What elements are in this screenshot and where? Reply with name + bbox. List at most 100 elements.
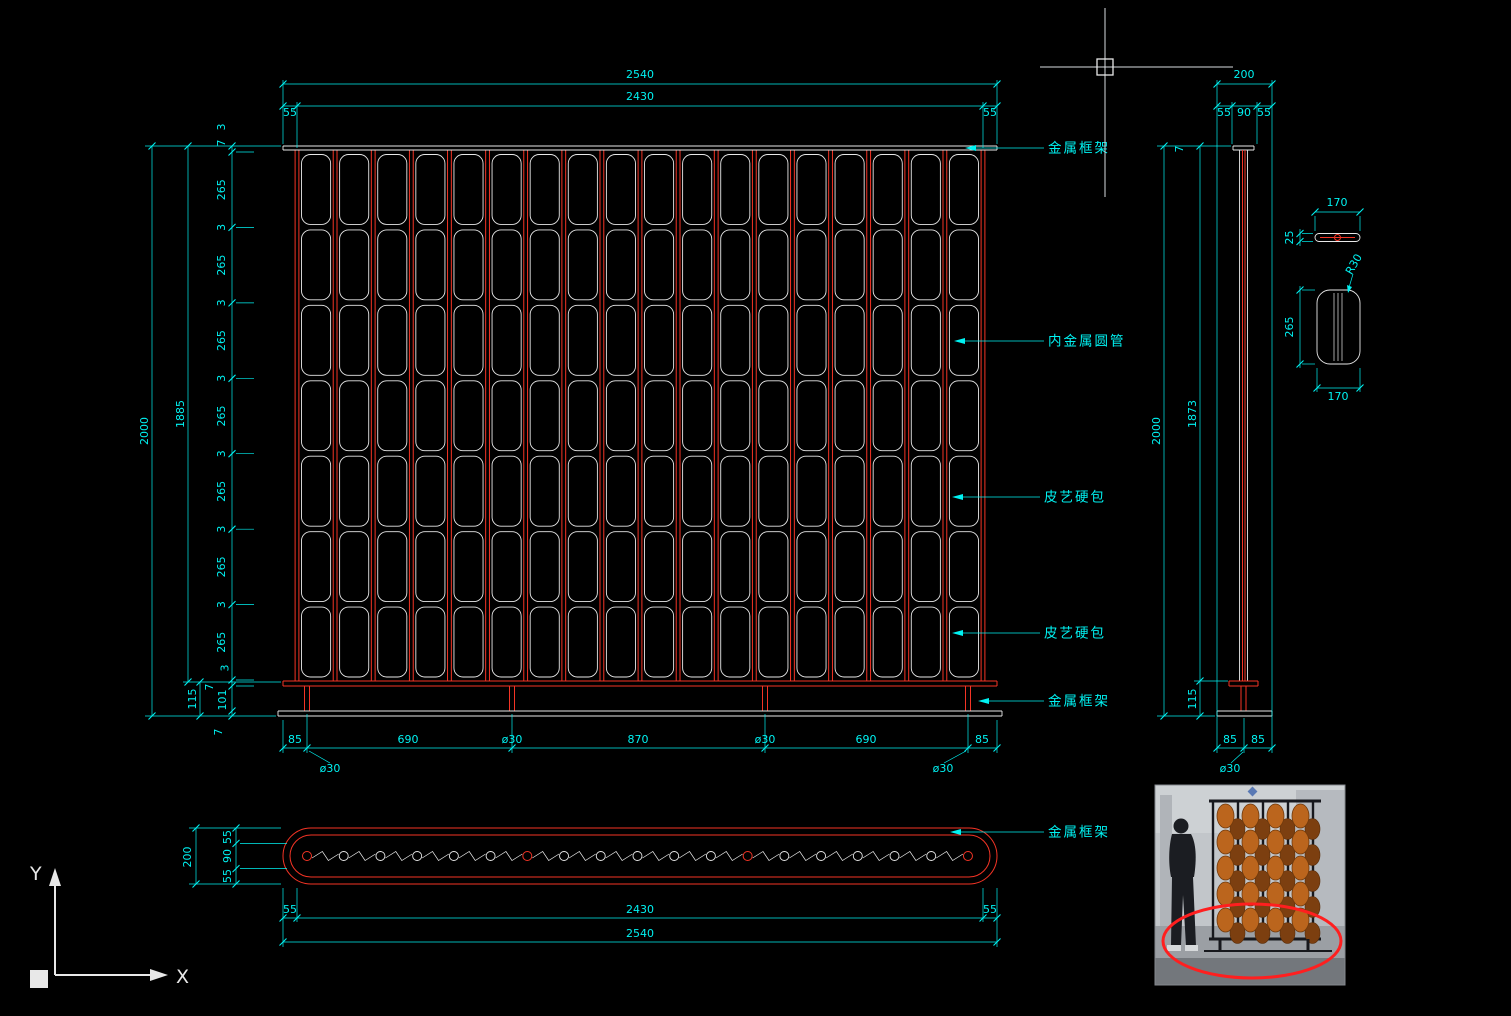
dim-text: ø30 xyxy=(320,762,341,775)
dim-text: 2540 xyxy=(626,68,654,81)
front-left-dim-chain: 3 7 265 3 265 3 265 3 265 3 265 3 265 3 265 xyxy=(215,124,254,687)
dim-text: 90 xyxy=(221,849,234,863)
dim-text: 7 xyxy=(215,140,228,147)
detail-dim-texts: 170 25 265 R30 170 xyxy=(1283,196,1365,403)
dim-text: 85 xyxy=(1223,733,1237,746)
dim-text: 265 xyxy=(1283,317,1296,338)
dim-text: 3 xyxy=(219,665,232,672)
crosshair-cursor xyxy=(1040,8,1233,197)
side-dim-texts: 200 55 90 55 2000 1873 115 7 85 85 ø30 xyxy=(1150,68,1271,775)
dim-text: ø30 xyxy=(502,733,523,746)
side-view: 200 55 90 55 2000 1873 115 7 85 85 ø30 xyxy=(1150,68,1276,775)
photo-border xyxy=(1154,784,1346,986)
dim-text: 2430 xyxy=(626,90,654,103)
plan-panel-chain xyxy=(302,851,973,861)
front-panel-grid xyxy=(294,150,986,681)
dim-text: 3 xyxy=(215,601,228,608)
callout-leather-panel-upper: 皮艺硬包 xyxy=(1044,490,1106,506)
detail-panel-section xyxy=(1316,289,1361,365)
dim-text: 55 xyxy=(983,106,997,119)
dim-text: 265 xyxy=(215,556,228,577)
ucs-y-arrowhead xyxy=(49,868,61,886)
dim-text: 265 xyxy=(215,255,228,276)
dim-text: 3 xyxy=(215,450,228,457)
callout-inner-metal-tube: 内金属圆管 xyxy=(1048,334,1126,350)
dim-text: 200 xyxy=(181,847,194,868)
dim-text: 7 xyxy=(203,684,216,691)
dim-text: 2000 xyxy=(138,417,151,445)
dim-text: 55 xyxy=(221,869,234,883)
dim-text: 115 xyxy=(1186,689,1199,710)
ucs-x-label: X xyxy=(176,966,189,988)
dim-text: 7 xyxy=(1173,146,1186,153)
product-photo xyxy=(1154,784,1346,986)
dim-text: 2430 xyxy=(626,903,654,916)
dim-text: 85 xyxy=(975,733,989,746)
dim-text: 690 xyxy=(398,733,419,746)
callout-metal-frame-bottom: 金属框架 xyxy=(1048,694,1110,710)
dim-text: 200 xyxy=(1234,68,1255,81)
dim-text: 55 xyxy=(221,830,234,844)
dim-text: 690 xyxy=(856,733,877,746)
callout-leather-panel-lower: 皮艺硬包 xyxy=(1044,626,1106,642)
dim-text: ø30 xyxy=(933,762,954,775)
photo-person xyxy=(1167,818,1198,951)
plan-view: 200 55 90 55 55 2430 55 2540 xyxy=(181,824,1001,947)
plan-inner-frame xyxy=(289,834,991,878)
dim-text: 265 xyxy=(215,405,228,426)
dim-text: 265 xyxy=(215,632,228,653)
dim-text: 3 xyxy=(215,124,228,131)
ucs-y-label: Y xyxy=(29,863,42,885)
dim-text: 90 xyxy=(1237,106,1251,119)
front-view: 3 7 265 3 265 3 265 3 265 3 265 3 265 3 265 2540 2430 … xyxy=(138,68,1003,775)
dim-text: 101 xyxy=(216,690,229,711)
dim-text: 2000 xyxy=(1150,417,1163,445)
dim-text: 2540 xyxy=(626,927,654,940)
dim-text: 265 xyxy=(215,481,228,502)
photo-logo-mark xyxy=(1247,786,1258,797)
front-frame xyxy=(277,145,1003,717)
detail-views: 170 25 265 R30 170 xyxy=(1283,196,1365,403)
callouts: 金属框架 内金属圆管 皮艺硬包 皮艺硬包 金属框架 金属框架 xyxy=(950,141,1126,841)
ucs-icon: Y X xyxy=(29,863,189,988)
dim-text: 85 xyxy=(1251,733,1265,746)
plan-dim-lines xyxy=(189,824,1001,947)
ucs-origin-box xyxy=(30,970,48,988)
dim-text: ø30 xyxy=(755,733,776,746)
dim-text: 870 xyxy=(628,733,649,746)
dim-text: 265 xyxy=(215,330,228,351)
dim-text: 265 xyxy=(215,179,228,200)
dim-text: 55 xyxy=(283,903,297,916)
dim-text: 1885 xyxy=(174,400,187,428)
dim-text: 3 xyxy=(215,224,228,231)
detail-dim-lines xyxy=(1296,208,1364,392)
ucs-x-arrowhead xyxy=(150,969,168,981)
dim-text: 3 xyxy=(215,526,228,533)
callout-metal-frame-top: 金属框架 xyxy=(1048,141,1110,157)
photo-spindle-columns xyxy=(1216,803,1321,944)
dim-text: 3 xyxy=(215,299,228,306)
dim-text: 55 xyxy=(1217,106,1231,119)
dim-text: 55 xyxy=(1257,106,1271,119)
dim-text: 25 xyxy=(1283,231,1296,245)
dim-text: 55 xyxy=(283,106,297,119)
dim-text: 7 xyxy=(212,729,225,736)
front-dim-texts: 2540 2430 55 55 2000 1885 115 101 7 3 7 … xyxy=(138,68,997,775)
dim-text: 170 xyxy=(1328,390,1349,403)
dim-text: 55 xyxy=(983,903,997,916)
plan-dim-texts: 200 55 90 55 55 2430 55 2540 xyxy=(181,830,997,940)
callout-metal-frame-plan: 金属框架 xyxy=(1048,825,1110,841)
side-geometry xyxy=(1216,145,1273,717)
dim-text: 85 xyxy=(288,733,302,746)
dim-text: 3 xyxy=(215,375,228,382)
front-dim-lines xyxy=(145,80,1001,764)
pickbox xyxy=(1096,58,1114,76)
plan-outer-frame xyxy=(282,827,998,885)
detail-top-rail-section xyxy=(1314,233,1361,242)
dim-text: R30 xyxy=(1343,252,1365,277)
side-dim-lines xyxy=(1157,80,1276,764)
dim-text: ø30 xyxy=(1220,762,1241,775)
dim-text: 170 xyxy=(1327,196,1348,209)
